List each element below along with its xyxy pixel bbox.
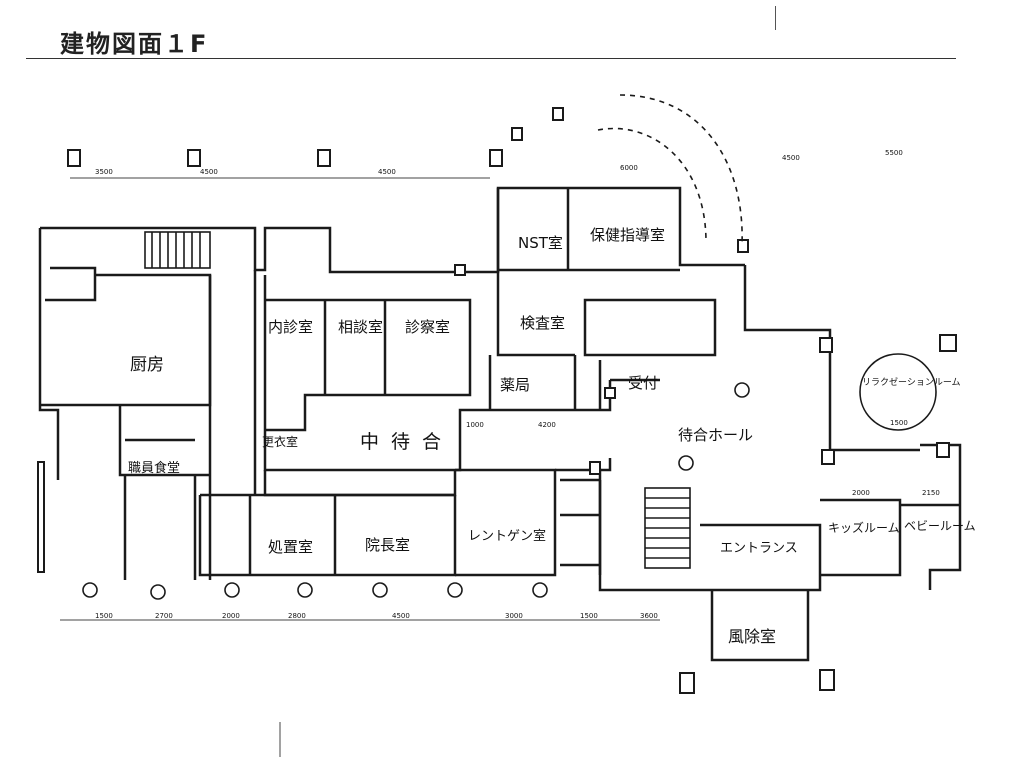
room-relax: リラクゼーションルーム: [862, 376, 961, 388]
room-yakkyoku: 薬局: [500, 376, 530, 394]
room-hoken: 保健指導室: [590, 226, 665, 244]
room-nst: NST室: [518, 234, 563, 252]
room-shinsatsu: 診察室: [405, 318, 450, 336]
dim-bottom-3: 2000: [222, 612, 240, 620]
room-shojun: 処置室: [268, 538, 313, 556]
room-labels: NST室 保健指導室 検査室 内診室 相談室 診察室 厨房 薬局 受付 中待合 …: [128, 226, 976, 646]
room-machiai-hall: 待合ホール: [678, 426, 753, 444]
room-windbreak: 風除室: [728, 627, 776, 646]
room-naka-machiai: 中待合: [360, 431, 453, 453]
dim-mid-2: 4200: [538, 421, 556, 429]
title-rule: [26, 58, 956, 59]
room-kensa: 検査室: [520, 314, 565, 332]
dim-bottom-1: 1500: [95, 612, 113, 620]
dim-bottom-5: 4500: [392, 612, 410, 620]
dim-mid-6: 1500: [890, 419, 908, 427]
dim-mid-4: 2000: [852, 489, 870, 497]
room-shokuin: 職員食堂: [128, 460, 180, 476]
corner-tick: [775, 6, 776, 30]
dim-bottom-6: 3000: [505, 612, 523, 620]
walls: [38, 186, 962, 662]
room-inchou: 院長室: [365, 536, 410, 554]
dim-top-2: 4500: [200, 168, 218, 176]
room-entrance: エントランス: [720, 541, 798, 556]
room-soudan: 相談室: [338, 318, 383, 336]
room-kitchen: 厨房: [130, 355, 164, 375]
room-kouishitsu: 更衣室: [262, 434, 298, 449]
stairs: [144, 231, 691, 569]
columns: [37, 107, 957, 694]
room-xray: レントゲン室: [468, 528, 546, 544]
dim-top-4: 4500: [782, 154, 800, 162]
dim-top-1: 3500: [95, 168, 113, 176]
dim-top-3: 4500: [378, 168, 396, 176]
room-uketsuke: 受付: [628, 374, 658, 392]
room-baby: ベビールーム: [904, 519, 976, 533]
page-title: 建物図面１F: [60, 30, 209, 58]
dim-mid-5: 2150: [922, 489, 940, 497]
dim-bottom-2: 2700: [155, 612, 173, 620]
dim-mid-1: 1000: [466, 421, 484, 429]
round-columns: [82, 353, 937, 600]
dim-bottom-7: 1500: [580, 612, 598, 620]
dim-bottom-8: 3600: [640, 612, 658, 620]
room-kids: キッズルーム: [828, 520, 900, 535]
dim-top-5: 5500: [885, 149, 903, 157]
dimension-lines: [60, 177, 660, 757]
dim-bottom-4: 2800: [288, 612, 306, 620]
dimension-labels: 3500 4500 4500 4500 5500 1500 2700 2000 …: [95, 149, 940, 620]
dim-mid-3: 6000: [620, 164, 638, 172]
room-naishin: 内診室: [268, 318, 313, 336]
